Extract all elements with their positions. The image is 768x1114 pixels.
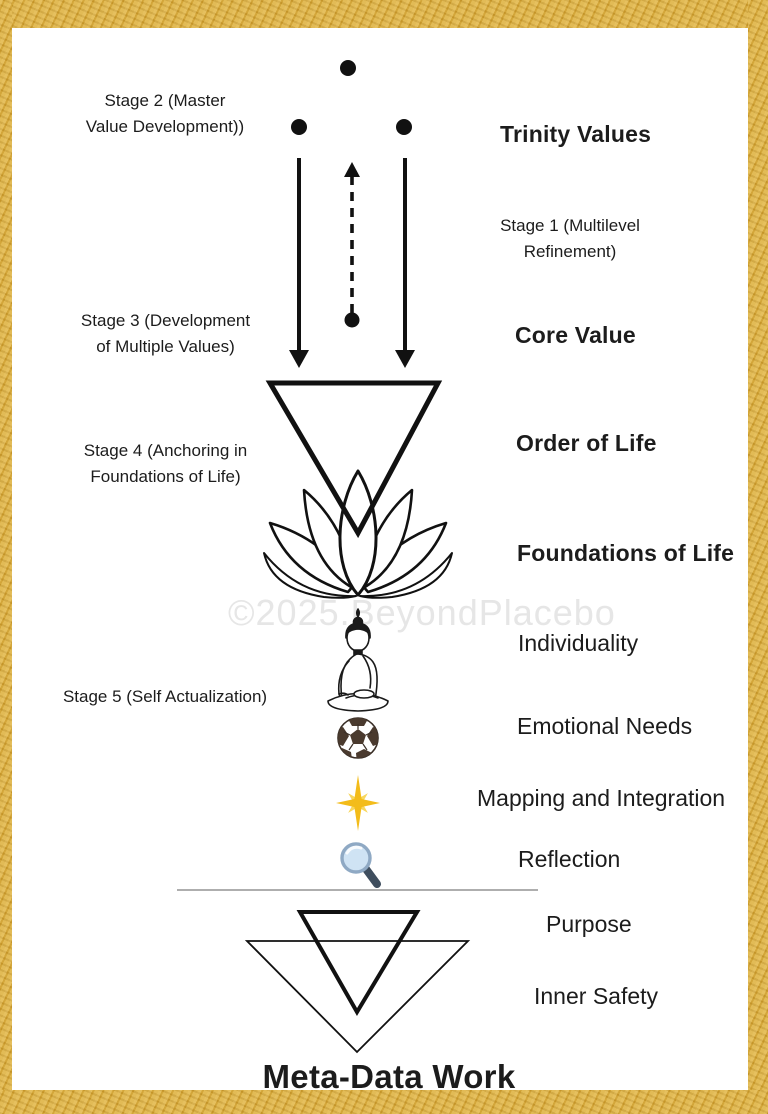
meta-triangles-icon	[244, 910, 471, 1054]
watermark: ©2025.BeyondPlacebo	[228, 592, 616, 633]
stage1-label: Stage 1 (Multilevel Refinement)	[500, 216, 640, 261]
soccer-ball-icon	[337, 717, 379, 759]
inner-safety-label: Inner Safety	[534, 983, 659, 1009]
divider-line	[177, 889, 538, 891]
lotus-icon	[263, 469, 453, 599]
mapping-integration-label: Mapping and Integration	[477, 785, 726, 811]
stage2-label: Stage 2 (Master Value Development))	[85, 91, 245, 136]
down-arrow-left-icon	[289, 158, 309, 368]
trinity-dot-right-icon	[396, 119, 412, 135]
order-of-life-label: Order of Life	[516, 430, 657, 456]
stage4-label: Stage 4 (Anchoring in Foundations of Lif…	[83, 441, 248, 486]
frame-border-top	[0, 0, 768, 28]
trinity-dot-top-icon	[340, 60, 356, 76]
emotional-needs-label: Emotional Needs	[517, 713, 693, 739]
down-arrow-right-icon	[395, 158, 415, 368]
stage5-label: Stage 5 (Self Actualization)	[62, 687, 268, 706]
sparkle-icon	[336, 775, 380, 831]
purpose-label: Purpose	[546, 911, 632, 937]
reflection-label: Reflection	[518, 846, 621, 872]
page-title: Meta-Data Work	[262, 1058, 516, 1095]
trinity-values-label: Trinity Values	[500, 121, 652, 147]
stage3-label: Stage 3 (Development of Multiple Values)	[80, 311, 251, 356]
core-value-label: Core Value	[515, 322, 636, 348]
frame-border-bottom	[0, 1090, 768, 1114]
frame-border-right	[748, 0, 768, 1114]
frame-border-left	[0, 0, 12, 1114]
dashed-up-arrow-icon	[344, 162, 360, 328]
magnifier-icon	[340, 842, 381, 888]
individuality-label: Individuality	[518, 630, 639, 656]
foundations-of-life-label: Foundations of Life	[517, 540, 735, 566]
core-triangle-icon	[265, 380, 443, 539]
trinity-dot-left-icon	[291, 119, 307, 135]
buddha-icon	[327, 608, 389, 712]
